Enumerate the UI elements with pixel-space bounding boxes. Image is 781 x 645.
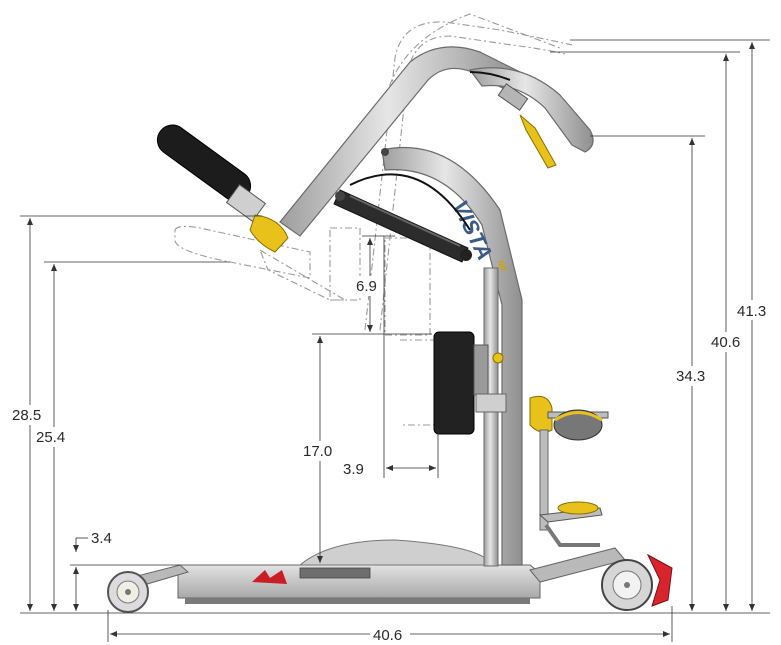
lift-actuator xyxy=(333,173,472,263)
dim-label-41-3: 41.3 xyxy=(737,303,766,320)
dimension-labels: 41.3 40.6 34.3 28.5 25.4 3.4 17.0 6.9 3.… xyxy=(10,276,773,644)
dim-label-6-9: 6.9 xyxy=(356,278,377,295)
dim-label-17-0: 17.0 xyxy=(303,443,332,460)
lift-boom xyxy=(279,46,594,237)
shin-pad-assembly xyxy=(475,393,609,547)
dim-label-3-4: 3.4 xyxy=(91,530,112,547)
lift-base xyxy=(108,539,626,604)
dim-label-40-6-height: 40.6 xyxy=(711,334,740,351)
lift-mast: VISTA lift xyxy=(381,146,523,567)
rear-wheel xyxy=(107,571,149,613)
dim-label-40-6-length: 40.6 xyxy=(373,627,402,644)
dim-label-34-3: 34.3 xyxy=(676,368,705,385)
ghost-positions xyxy=(174,13,573,426)
vista-logo-sub: lift xyxy=(495,258,509,273)
front-wheel xyxy=(601,553,673,611)
knee-pad-handle xyxy=(156,124,289,253)
control-box xyxy=(433,331,504,435)
dim-label-25-4: 25.4 xyxy=(36,429,65,446)
dim-label-28-5: 28.5 xyxy=(12,407,41,424)
dim-label-3-9: 3.9 xyxy=(343,461,364,478)
